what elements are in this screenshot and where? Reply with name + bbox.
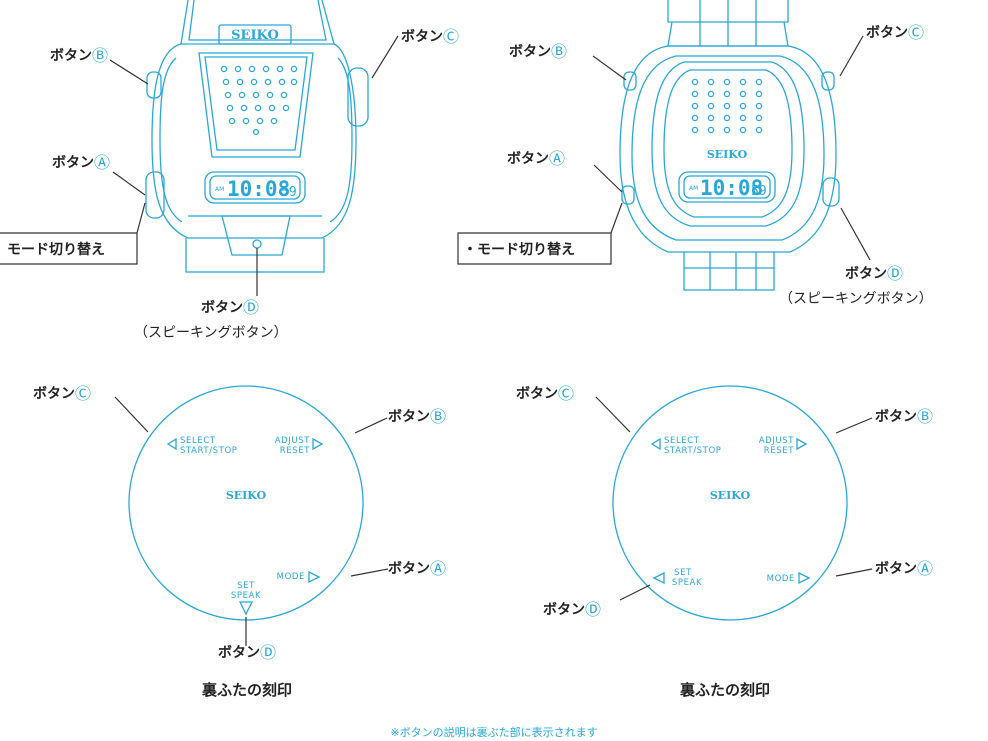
cb1-circled-b: Ⓑ — [430, 407, 446, 426]
caseback-1-labels: ボタン Ⓒ ボタン Ⓑ ボタン Ⓐ ボタン Ⓓ 裏ふたの刻印 — [33, 384, 446, 699]
footnote: ※ボタンの説明は裏ぶた部に表示されます — [390, 725, 597, 739]
watch-2-time: 10:08 — [700, 176, 763, 200]
label-button-c-2: ボタン — [866, 25, 908, 41]
caseback-1-set: SET — [237, 581, 255, 591]
caseback-2-reset: RESET — [764, 446, 794, 456]
cb1-label-button-c: ボタン — [33, 386, 75, 402]
caseback-2-mode: MODE — [767, 574, 795, 584]
caseback-1-mode: MODE — [277, 572, 305, 582]
caseback-1-reset: RESET — [280, 446, 310, 456]
cb1-label-button-a: ボタン — [388, 561, 430, 577]
caseback-1-select: SELECT — [180, 436, 216, 446]
caseback-2-brand: SEIKO — [710, 489, 751, 502]
watch-2-button-b[interactable] — [623, 71, 637, 91]
mode-switch-label-2: ・モード切り替え — [463, 241, 575, 258]
watch-1-front: SEIKO AM 10:08 59 — [0, 0, 399, 296]
label-button-d-2: ボタン — [845, 266, 887, 282]
watch-1-labels: ボタン Ⓑ ボタン Ⓒ ボタン Ⓐ モード切り替え ボタン Ⓓ （スピーキングボ… — [7, 27, 459, 341]
caseback-2-labels: ボタン Ⓒ ボタン Ⓑ ボタン Ⓐ ボタン Ⓓ 裏ふたの刻印 — [516, 384, 933, 699]
watch-2-front: SEIKO AM 10:08 59 — [457, 0, 871, 291]
watch-2-button-a[interactable] — [621, 185, 635, 205]
mode-switch-label: モード切り替え — [7, 241, 105, 258]
caseback-2-caption: 裏ふたの刻印 — [679, 681, 770, 699]
caseback-1-caption: 裏ふたの刻印 — [201, 681, 292, 699]
label-button-c: ボタン — [401, 29, 443, 45]
circled-d: Ⓓ — [243, 298, 259, 317]
caseback-1-speak: SPEAK — [231, 591, 261, 601]
watch-2-ampm: AM — [689, 185, 698, 192]
caseback-2-set: SET — [674, 568, 692, 578]
caseback-2-speak: SPEAK — [672, 578, 702, 588]
caseback-2-start-stop: START/STOP — [664, 446, 722, 456]
cb2-circled-a: Ⓐ — [917, 559, 933, 578]
watch-1-ampm: AM — [215, 186, 224, 193]
speaker-grille-2 — [691, 78, 763, 134]
caseback-1: SELECT START/STOP ADJUST RESET SEIKO MOD… — [114, 385, 389, 646]
watch-2-seconds: 59 — [751, 184, 767, 199]
label-button-a-2: ボタン — [507, 151, 549, 167]
watch-1-button-a[interactable] — [145, 171, 165, 219]
watch-2-button-c[interactable] — [821, 71, 835, 91]
caseback-1-start-stop: START/STOP — [180, 446, 238, 456]
cb1-circled-a: Ⓐ — [430, 559, 446, 578]
circled-b-2: Ⓑ — [551, 42, 567, 61]
caseback-1-adjust: ADJUST — [275, 436, 310, 446]
watch-2-button-d[interactable] — [822, 177, 840, 207]
cb2-label-button-d: ボタン — [543, 602, 585, 618]
circled-a-2: Ⓐ — [549, 149, 565, 168]
watch-1-button-b[interactable] — [146, 71, 162, 99]
cb1-label-button-d: ボタン — [218, 645, 260, 661]
watch-1-button-c[interactable] — [347, 67, 369, 127]
cb2-circled-d: Ⓓ — [585, 600, 601, 619]
cb1-circled-c: Ⓒ — [75, 384, 91, 403]
label-button-a: ボタン — [52, 155, 94, 171]
caseback-2: SELECT START/STOP ADJUST RESET SEIKO MOD… — [595, 385, 873, 621]
circled-c: Ⓒ — [443, 27, 459, 46]
watch-1-seconds: 59 — [281, 185, 297, 200]
watch-2-brand: SEIKO — [707, 148, 748, 161]
cb2-circled-c: Ⓒ — [558, 384, 574, 403]
watch-1-time: 10:08 — [227, 177, 290, 201]
watch-2-labels: ボタン Ⓑ ボタン Ⓒ ボタン Ⓐ ・モード切り替え ボタン Ⓓ （スピーキング… — [463, 23, 933, 307]
label-button-b-2: ボタン — [509, 44, 551, 60]
circled-c-2: Ⓒ — [908, 23, 924, 42]
cb1-circled-d: Ⓓ — [260, 643, 276, 662]
caseback-2-select: SELECT — [664, 436, 700, 446]
circled-d-2: Ⓓ — [887, 264, 903, 283]
cb2-circled-b: Ⓑ — [917, 407, 933, 426]
caseback-2-adjust: ADJUST — [759, 436, 794, 446]
circled-b: Ⓑ — [92, 46, 108, 65]
speaker-grille-1 — [220, 65, 298, 136]
cb2-label-button-c: ボタン — [516, 386, 558, 402]
speaking-button-label-2: （スピーキングボタン） — [779, 291, 933, 307]
caseback-1-brand: SEIKO — [226, 489, 267, 502]
speaking-button-label: （スピーキングボタン） — [134, 325, 288, 341]
label-button-b: ボタン — [50, 48, 92, 64]
cb2-label-button-b: ボタン — [875, 409, 917, 425]
cb2-label-button-a: ボタン — [875, 561, 917, 577]
label-button-d: ボタン — [201, 300, 243, 316]
circled-a: Ⓐ — [94, 153, 110, 172]
cb1-label-button-b: ボタン — [388, 409, 430, 425]
watch-1-brand: SEIKO — [231, 28, 279, 43]
